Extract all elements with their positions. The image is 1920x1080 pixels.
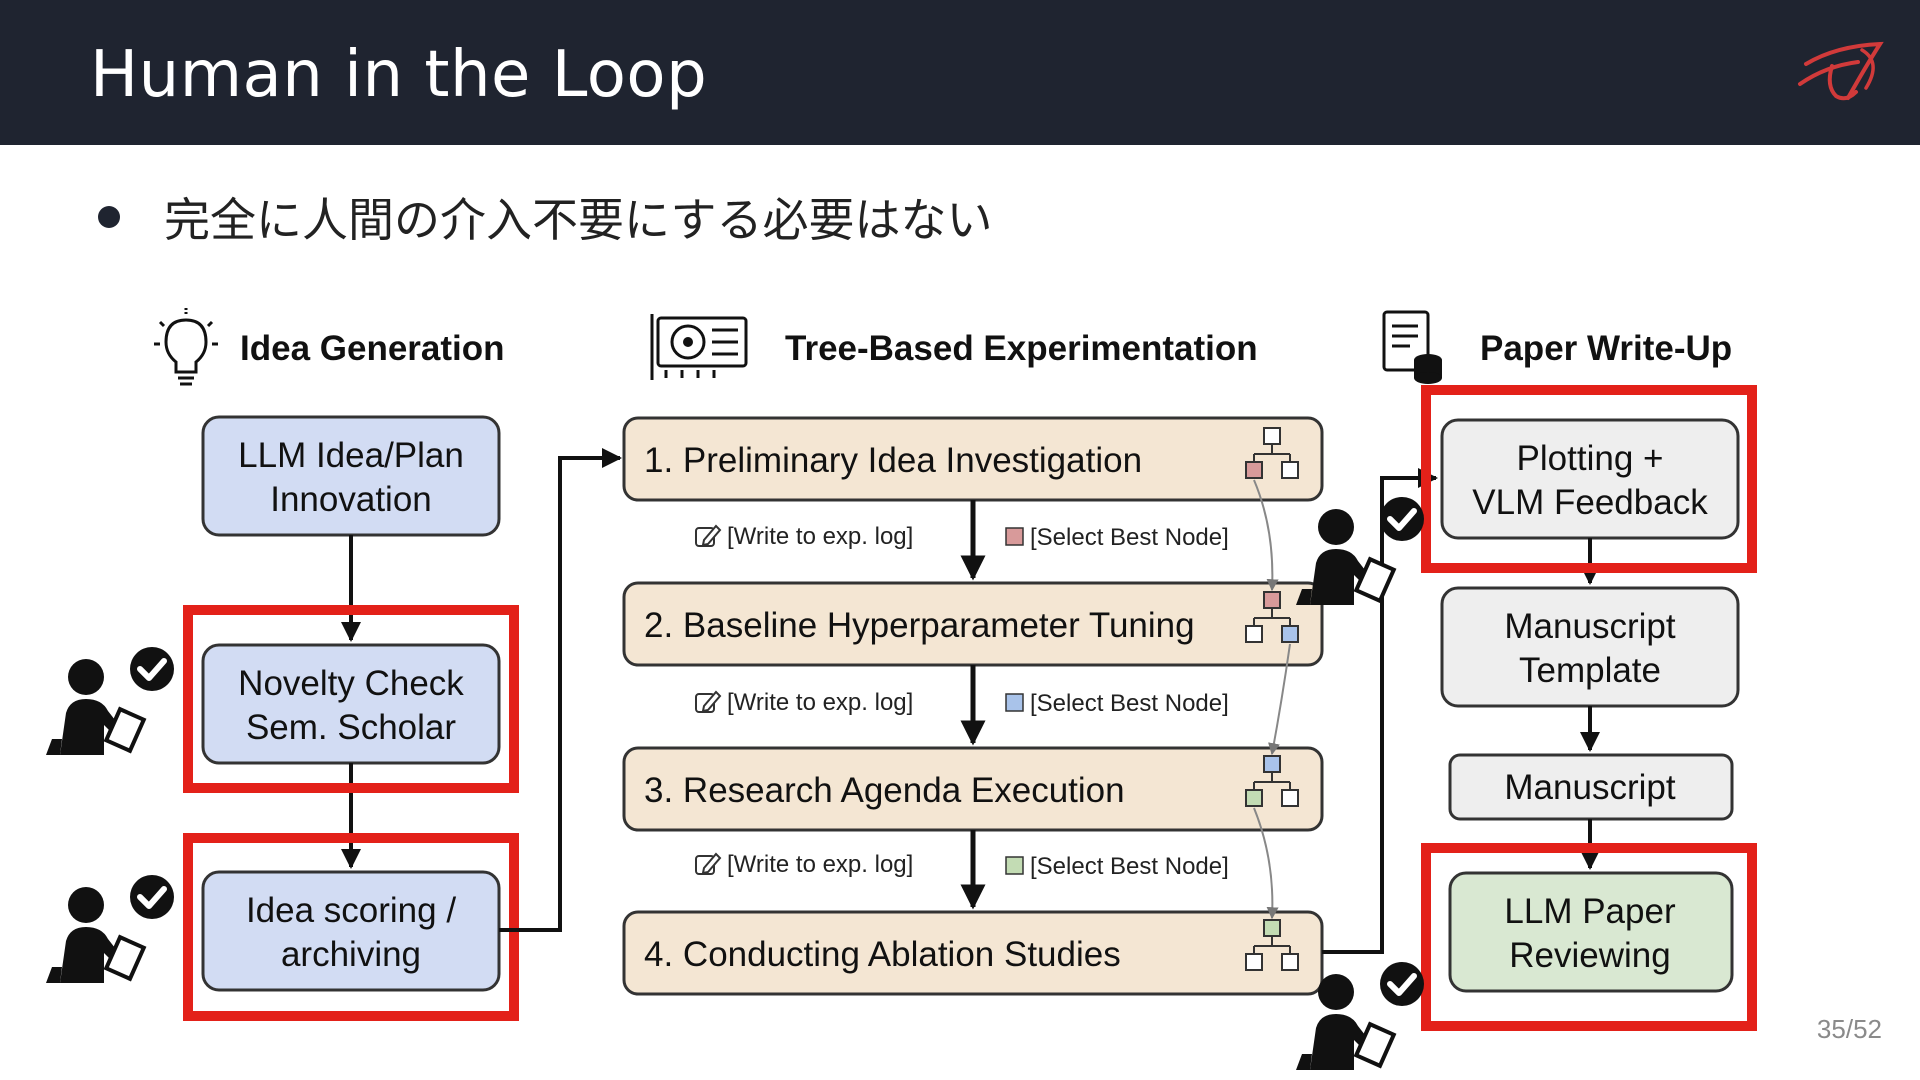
best-node-link-2-3 [1268, 643, 1291, 756]
select-node-swatch-blue [1005, 693, 1024, 712]
idea-box-llm-plan-line1: LLM Idea/Plan [238, 436, 464, 475]
select-best-node-label: [Select Best Node] [1030, 690, 1229, 717]
gpu-card-icon [650, 314, 748, 380]
paper-box-manuscript-label: Manuscript [1504, 768, 1675, 807]
highlight-idea-scoring [183, 833, 519, 1021]
idea-box-novelty-check: Novelty Check Sem. Scholar [201, 643, 501, 765]
lightbulb-icon [154, 308, 218, 386]
column-header-tree: Tree-Based Experimentation [785, 329, 1258, 368]
arrow-tree-to-paper [1322, 468, 1438, 954]
idea-box-llm-plan-line2: Innovation [270, 480, 432, 519]
highlight-llm-review [1421, 843, 1757, 1031]
paper-box-manuscript: Manuscript [1448, 753, 1734, 821]
write-log-label: [Write to exp. log] [727, 523, 913, 550]
stage-4-label: 4. Conducting Ablation Studies [644, 935, 1121, 974]
human-reviewer-icon-plotting [1296, 497, 1424, 605]
paper-box-llm-review: LLM Paper Reviewing [1448, 871, 1734, 993]
edit-log-icon [695, 524, 722, 547]
stage-2-label: 2. Baseline Hyperparameter Tuning [644, 606, 1195, 645]
bullet-dot-icon [98, 206, 120, 228]
stage-box-1: 1. Preliminary Idea Investigation [622, 416, 1324, 502]
page-number: 35/52 [1816, 1014, 1882, 1044]
document-database-icon [1382, 310, 1442, 384]
idea-box-scoring-line1: Idea scoring / [246, 891, 456, 930]
highlight-plotting-feedback [1421, 385, 1757, 573]
paper-box-plotting-line2: VLM Feedback [1472, 483, 1708, 522]
idea-box-scoring: Idea scoring / archiving [201, 870, 501, 992]
paper-box-template-line2: Template [1519, 651, 1661, 690]
paper-box-review-line1: LLM Paper [1504, 892, 1676, 931]
best-node-link-1-2 [1253, 479, 1279, 592]
stage-1-label: 1. Preliminary Idea Investigation [644, 441, 1142, 480]
stage-box-3: 3. Research Agenda Execution [622, 746, 1324, 832]
idea-box-llm-plan: LLM Idea/Plan Innovation [201, 415, 501, 537]
brand-logo-icon [1798, 41, 1884, 101]
paper-box-review-line2: Reviewing [1509, 936, 1670, 975]
stage-box-2: 2. Baseline Hyperparameter Tuning [622, 581, 1324, 667]
tree-node-icon-4 [1245, 919, 1299, 971]
human-reviewer-icon-scoring [46, 875, 174, 983]
stage-box-4: 4. Conducting Ablation Studies [622, 910, 1324, 996]
paper-box-plotting-line1: Plotting + [1517, 439, 1664, 478]
paper-box-template-line1: Manuscript [1504, 607, 1675, 646]
best-node-link-3-4 [1253, 807, 1279, 920]
paper-box-plotting: Plotting + VLM Feedback [1440, 418, 1740, 540]
bullet-item: 完全に人間の介入不要にする必要はない [98, 182, 992, 252]
arrow-idea-to-tree [499, 448, 622, 932]
highlight-novelty-check [183, 605, 519, 793]
select-best-node-label: [Select Best Node] [1030, 853, 1229, 880]
human-reviewer-icon-novelty [46, 647, 174, 755]
column-header-paper: Paper Write-Up [1480, 329, 1732, 368]
stage-3-label: 3. Research Agenda Execution [644, 771, 1125, 810]
idea-box-novelty-line2: Sem. Scholar [246, 708, 456, 747]
slide-header: Human in the Loop [0, 0, 1920, 145]
tree-node-icon-2 [1245, 591, 1299, 643]
select-best-node-label: [Select Best Node] [1030, 524, 1229, 551]
bullet-text: 完全に人間の介入不要にする必要はない [164, 193, 993, 247]
select-node-swatch-green [1005, 856, 1024, 875]
edit-log-icon [695, 852, 722, 875]
idea-box-novelty-line1: Novelty Check [238, 664, 464, 703]
edit-log-icon [695, 690, 722, 713]
write-log-label: [Write to exp. log] [727, 689, 913, 716]
tree-node-icon-3 [1245, 755, 1299, 807]
paper-box-template: Manuscript Template [1440, 586, 1740, 708]
slide-title: Human in the Loop [90, 38, 708, 112]
tree-node-icon-1 [1245, 427, 1299, 479]
column-header-idea: Idea Generation [240, 329, 505, 368]
select-node-swatch-red [1005, 527, 1024, 546]
write-log-label: [Write to exp. log] [727, 851, 913, 878]
idea-box-scoring-line2: archiving [281, 935, 421, 974]
